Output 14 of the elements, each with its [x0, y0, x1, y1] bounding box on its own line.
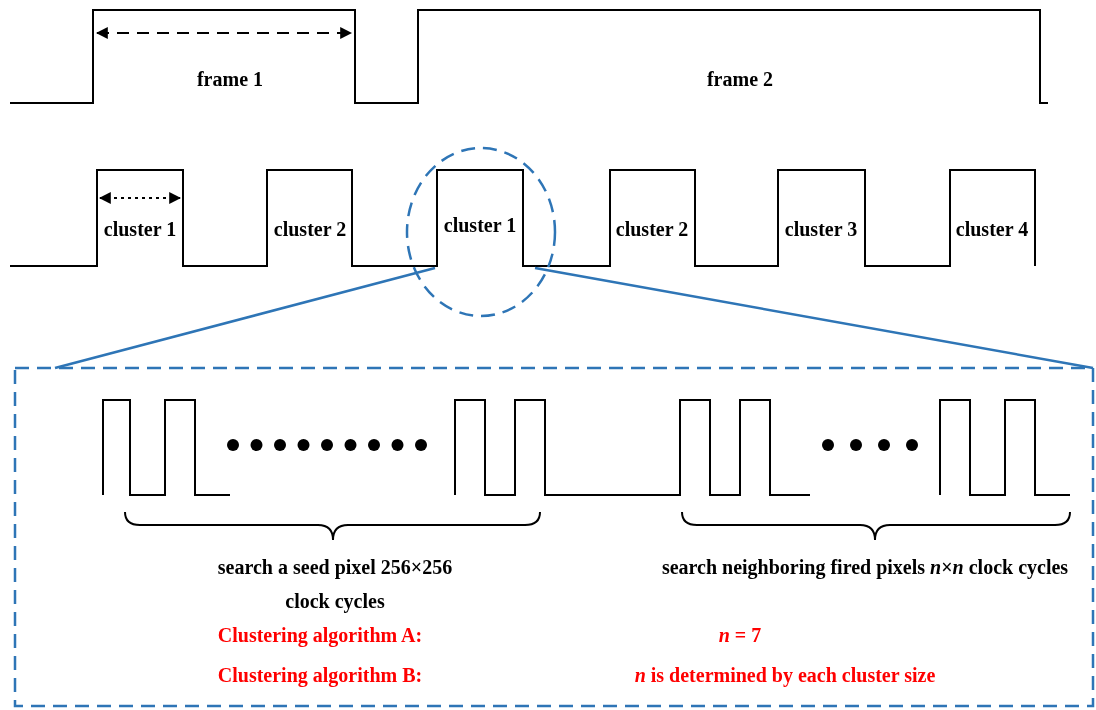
- signal-label: cluster 1: [442, 213, 518, 238]
- signal-label: cluster 2: [614, 217, 690, 242]
- signal-label: cluster 2: [272, 217, 348, 242]
- signal-label: frame 1: [195, 67, 265, 92]
- note-text: n = 7: [717, 623, 763, 648]
- note-text: Clustering algorithm A:: [216, 623, 424, 649]
- signal-label: cluster 1: [102, 217, 178, 242]
- annotation-text: search a seed pixel 256×256 clock cycles: [216, 555, 454, 615]
- note-text: Clustering algorithm B:: [216, 663, 424, 689]
- signal-label: cluster 4: [954, 217, 1030, 242]
- note-text: n is determined by each cluster size: [633, 663, 937, 689]
- signal-label: frame 2: [705, 67, 775, 92]
- annotation-text: search neighboring fired pixels n×n clock cycles: [660, 555, 1070, 581]
- signal-label: cluster 3: [783, 217, 859, 242]
